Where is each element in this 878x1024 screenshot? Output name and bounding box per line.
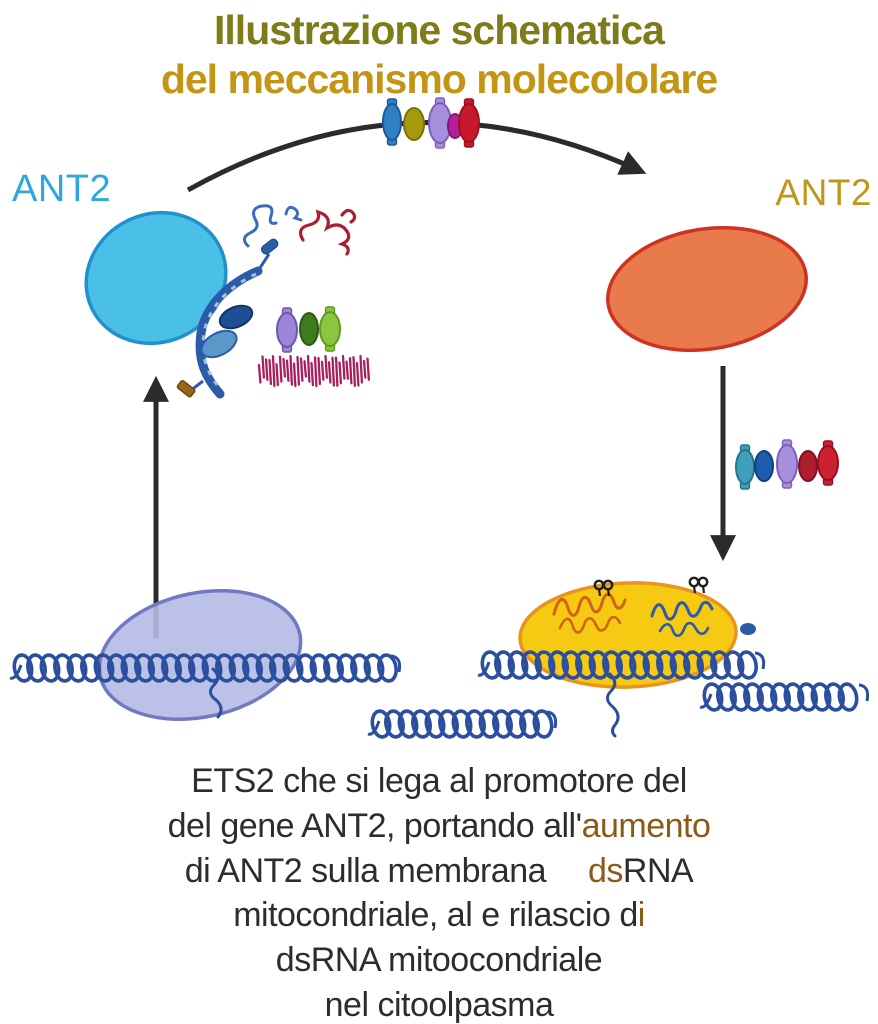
page-title: Illustrazione schematica del meccanismo … (0, 6, 878, 104)
caption-line: ETS2 che si lega al promotore del (191, 762, 687, 800)
membrane-protein-trio (276, 306, 341, 353)
protein-blob (735, 444, 755, 490)
rna-squiggle-red (298, 208, 357, 256)
pore-loops-right (688, 576, 709, 594)
title-line-1: Illustrazione schematica (214, 7, 665, 53)
released-protein-complex (735, 439, 839, 490)
ant2-protein-orange (606, 225, 808, 353)
transported-protein-complex (382, 97, 480, 149)
dna-fragment-middle (367, 709, 558, 739)
dna-fragment-right (699, 682, 870, 712)
hanging-squiggle-right (606, 672, 620, 738)
protein-blob (319, 306, 341, 352)
protein-blob (776, 439, 798, 489)
transcription-bubble (518, 581, 738, 689)
caption-line: del gene ANT2, portando all'aumento (167, 806, 711, 845)
caption-line: di ANT2 sulla membrana dsRNA (184, 851, 694, 890)
dna-helix-gene (477, 650, 766, 680)
membrane-stub (260, 238, 279, 255)
caption-line: dsRNA mitoocondriale (275, 941, 603, 980)
dna-strands-layer (9, 650, 870, 739)
ant2-label-left: ANT2 (12, 168, 112, 210)
caption-line: mitocondriale, al e rilascio di (233, 896, 645, 935)
anchor-rod (176, 379, 196, 398)
protein-blob (798, 450, 818, 482)
protein-blob (299, 312, 319, 346)
ant2-protein-cyan (84, 210, 228, 346)
protein-blob (428, 97, 452, 149)
protein-blob (754, 450, 774, 482)
pore-loops-left (593, 579, 614, 597)
protein-blob (458, 98, 480, 148)
protein-blob (276, 307, 298, 353)
mitochondrial-membrane-complex (176, 238, 279, 399)
protein-blob (382, 98, 402, 146)
nascent-rna-squiggles (552, 592, 756, 637)
caption: ETS2 che si lega al promotore del del gen… (0, 759, 878, 1024)
dsrna-band-magenta (257, 354, 371, 388)
protein-blob (817, 440, 839, 486)
hanging-squiggle-left (209, 667, 223, 719)
title-line-2: del meccanismo molecololare (160, 56, 718, 102)
ant2-label-right: ANT2 (775, 172, 872, 213)
dna-helix-promoter (9, 653, 402, 683)
caption-line: nel citoolpasma (324, 985, 554, 1024)
protein-blob (403, 107, 425, 141)
rna-squiggle-blue (243, 204, 303, 248)
